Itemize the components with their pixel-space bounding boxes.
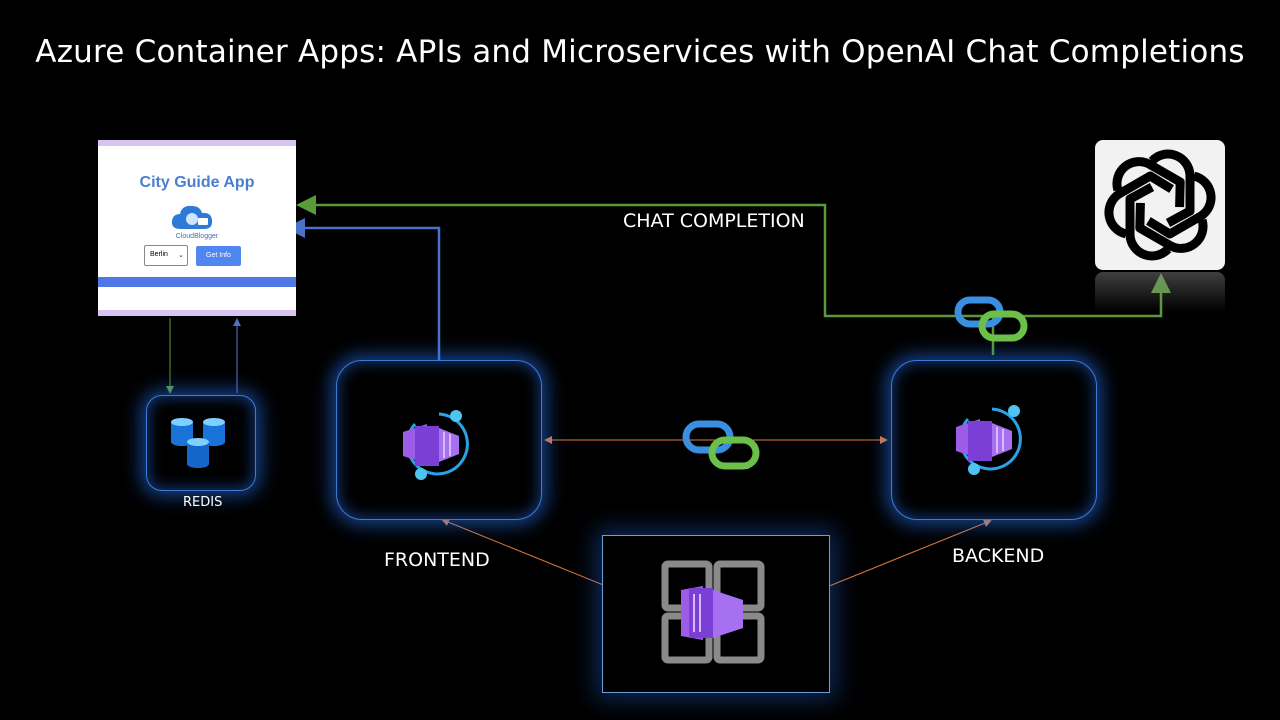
openai-tile: [1095, 140, 1225, 270]
backend-box: [891, 360, 1097, 520]
backend-label: BACKEND: [952, 545, 1045, 567]
city-select-value: Berlin: [150, 251, 168, 258]
container-apps-environment-box: [602, 535, 830, 693]
openai-logo-icon: [1104, 149, 1216, 261]
chat-completion-label: CHAT COMPLETION: [623, 210, 805, 232]
app-footer-bar: [98, 277, 296, 287]
frontend-to-app-arrow: [285, 218, 441, 360]
redis-cache-icon: [171, 418, 225, 468]
chat-completion-arrow: [296, 195, 995, 355]
city-guide-cloud-icon: [171, 205, 213, 229]
openai-reflection: [1095, 272, 1225, 312]
city-guide-app-card: City Guide App CloudBlogger Berlin ⌄ Get…: [98, 140, 296, 316]
get-info-button[interactable]: Get Info: [196, 246, 241, 266]
diagram-title: Azure Container Apps: APIs and Microserv…: [35, 34, 1245, 70]
city-select[interactable]: Berlin ⌄: [144, 245, 188, 266]
backend-to-openai-arrow: [993, 273, 1171, 318]
container-app-icon: [403, 410, 469, 480]
container-apps-environment-icon: [661, 560, 765, 664]
dapr-link-icon: [682, 420, 760, 470]
chevron-down-icon: ⌄: [178, 252, 184, 259]
redis-box: [146, 395, 256, 491]
app-brand-text: CloudBlogger: [175, 233, 219, 240]
frontend-label: FRONTEND: [384, 549, 490, 571]
container-app-icon: [956, 405, 1022, 475]
redis-label: REDIS: [183, 495, 223, 510]
app-title: City Guide App: [139, 174, 255, 191]
frontend-box: [336, 360, 542, 520]
dapr-link-icon: [954, 296, 1028, 342]
